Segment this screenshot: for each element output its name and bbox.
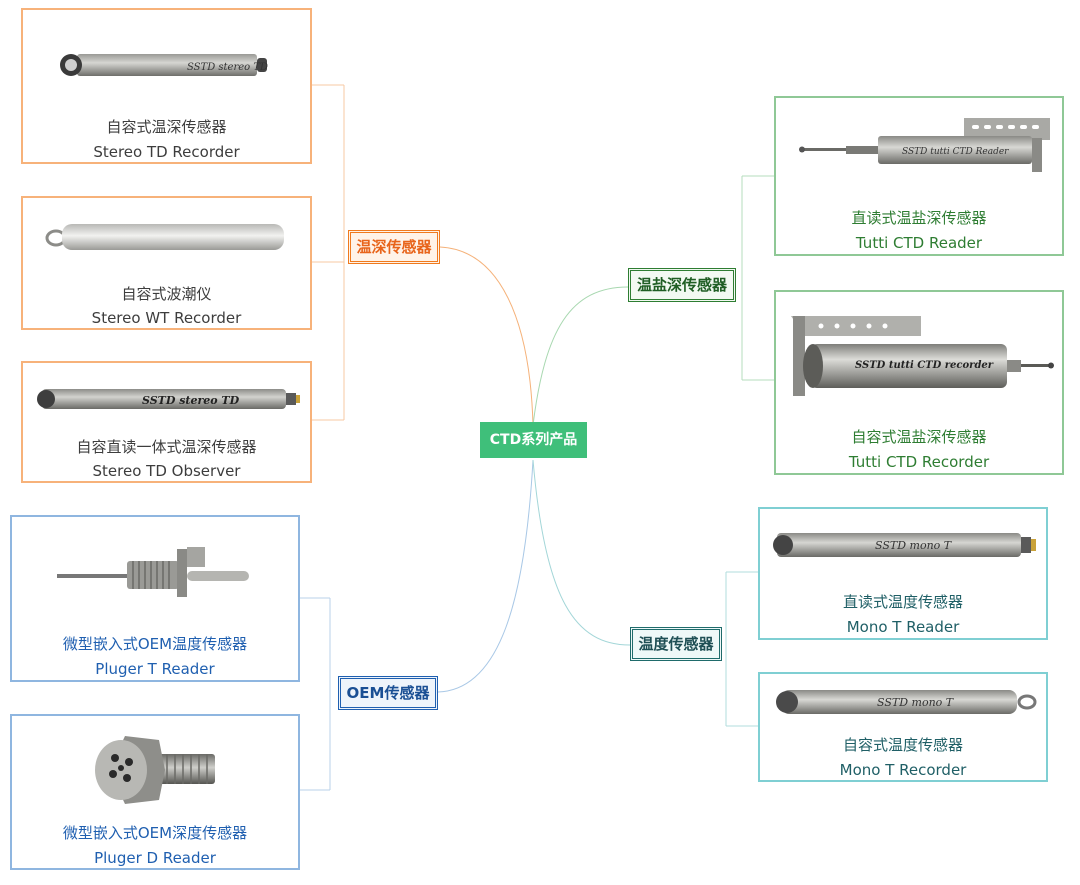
- link-td-bracket: [312, 84, 345, 421]
- tutti-ctd-recorder-engraving: SSTD tutti CTD recorder: [855, 360, 994, 371]
- stereo-wt-recorder-en: Stereo WT Recorder: [91, 309, 242, 327]
- link-center-td: [439, 246, 534, 426]
- card-mono-t-reader[interactable]: SSTD mono T 直读式温度传感器 Mono T Reader: [758, 507, 1048, 640]
- link-oem-bracket: [300, 597, 331, 791]
- stereo-td-observer-engraving: SSTD stereo TD: [142, 394, 240, 407]
- mono-t-reader-cn: 直读式温度传感器: [842, 593, 963, 611]
- center-node-label: CTD系列产品: [489, 432, 578, 448]
- tutti-ctd-recorder-image: SSTD tutti CTD recorder: [776, 308, 1062, 404]
- card-pluger-t-reader[interactable]: 微型嵌入式OEM温度传感器 Pluger T Reader: [10, 515, 300, 682]
- link-temp-bracket: [725, 571, 758, 727]
- stereo-td-recorder-cn: 自容式温深传感器: [106, 118, 227, 136]
- branch-ctd-node[interactable]: 温盐深传感器: [628, 268, 736, 302]
- card-tutti-ctd-reader[interactable]: SSTD tutti CTD Reader 直读式温盐深传感器 Tutti CT…: [774, 96, 1064, 256]
- mono-t-recorder-en: Mono T Recorder: [839, 761, 967, 779]
- stereo-wt-recorder-image: [23, 216, 310, 256]
- branch-temp-node[interactable]: 温度传感器: [630, 627, 722, 661]
- tutti-ctd-reader-engraving: SSTD tutti CTD Reader: [902, 147, 1009, 157]
- stereo-wt-recorder-cn: 自容式波潮仪: [121, 285, 212, 303]
- tutti-ctd-reader-cn: 直读式温盐深传感器: [851, 209, 987, 227]
- mono-t-reader-image: SSTD mono T: [760, 527, 1046, 563]
- mono-t-recorder-image: SSTD mono T: [760, 684, 1046, 720]
- branch-td-label: 温深传感器: [356, 237, 432, 256]
- tutti-ctd-reader-en: Tutti CTD Reader: [855, 234, 983, 252]
- pluger-d-reader-image: [12, 730, 298, 810]
- card-stereo-td-observer[interactable]: SSTD stereo TD 自容直读一体式温深传感器 Stereo TD Ob…: [21, 361, 312, 483]
- stereo-td-recorder-engraving: SSTD stereo TD: [187, 62, 268, 73]
- tutti-ctd-recorder-cn: 自容式温盐深传感器: [851, 428, 987, 446]
- mono-t-reader-engraving: SSTD mono T: [875, 539, 953, 552]
- card-stereo-td-recorder[interactable]: SSTD stereo TD 自容式温深传感器 Stereo TD Record…: [21, 8, 312, 164]
- stereo-td-observer-en: Stereo TD Observer: [92, 462, 241, 480]
- card-pluger-d-reader[interactable]: 微型嵌入式OEM深度传感器 Pluger D Reader: [10, 714, 300, 870]
- stereo-td-recorder-en: Stereo TD Recorder: [93, 143, 240, 161]
- mono-t-recorder-engraving: SSTD mono T: [877, 696, 955, 709]
- tutti-ctd-recorder-en: Tutti CTD Recorder: [848, 453, 990, 471]
- center-node[interactable]: CTD系列产品: [480, 422, 587, 458]
- pluger-t-reader-en: Pluger T Reader: [95, 660, 215, 678]
- pluger-d-reader-cn: 微型嵌入式OEM深度传感器: [62, 824, 248, 842]
- link-center-ctd: [532, 286, 629, 426]
- card-stereo-wt-recorder[interactable]: 自容式波潮仪 Stereo WT Recorder: [21, 196, 312, 330]
- link-ctd-bracket: [741, 175, 774, 381]
- pluger-t-reader-cn: 微型嵌入式OEM温度传感器: [62, 635, 248, 653]
- tutti-ctd-reader-image: SSTD tutti CTD Reader: [776, 116, 1062, 178]
- pluger-d-reader-en: Pluger D Reader: [94, 849, 216, 867]
- pluger-t-reader-image: [12, 545, 298, 601]
- card-mono-t-recorder[interactable]: SSTD mono T 自容式温度传感器 Mono T Recorder: [758, 672, 1048, 782]
- stereo-td-recorder-image: SSTD stereo TD: [23, 40, 310, 90]
- stereo-td-observer-cn: 自容直读一体式温深传感器: [76, 438, 257, 456]
- branch-oem-node[interactable]: OEM传感器: [338, 676, 438, 710]
- branch-td-node[interactable]: 温深传感器: [348, 230, 440, 264]
- branch-oem-label: OEM传感器: [346, 683, 430, 702]
- mono-t-recorder-cn: 自容式温度传感器: [842, 736, 963, 754]
- link-center-temp: [532, 459, 631, 646]
- card-tutti-ctd-recorder[interactable]: SSTD tutti CTD recorder 自容式温盐深传感器 Tutti …: [774, 290, 1064, 475]
- stereo-td-observer-image: SSTD stereo TD: [23, 383, 310, 415]
- branch-ctd-label: 温盐深传感器: [636, 275, 727, 294]
- mono-t-reader-en: Mono T Reader: [846, 618, 960, 636]
- link-center-oem: [437, 459, 534, 693]
- branch-temp-label: 温度传感器: [638, 634, 714, 653]
